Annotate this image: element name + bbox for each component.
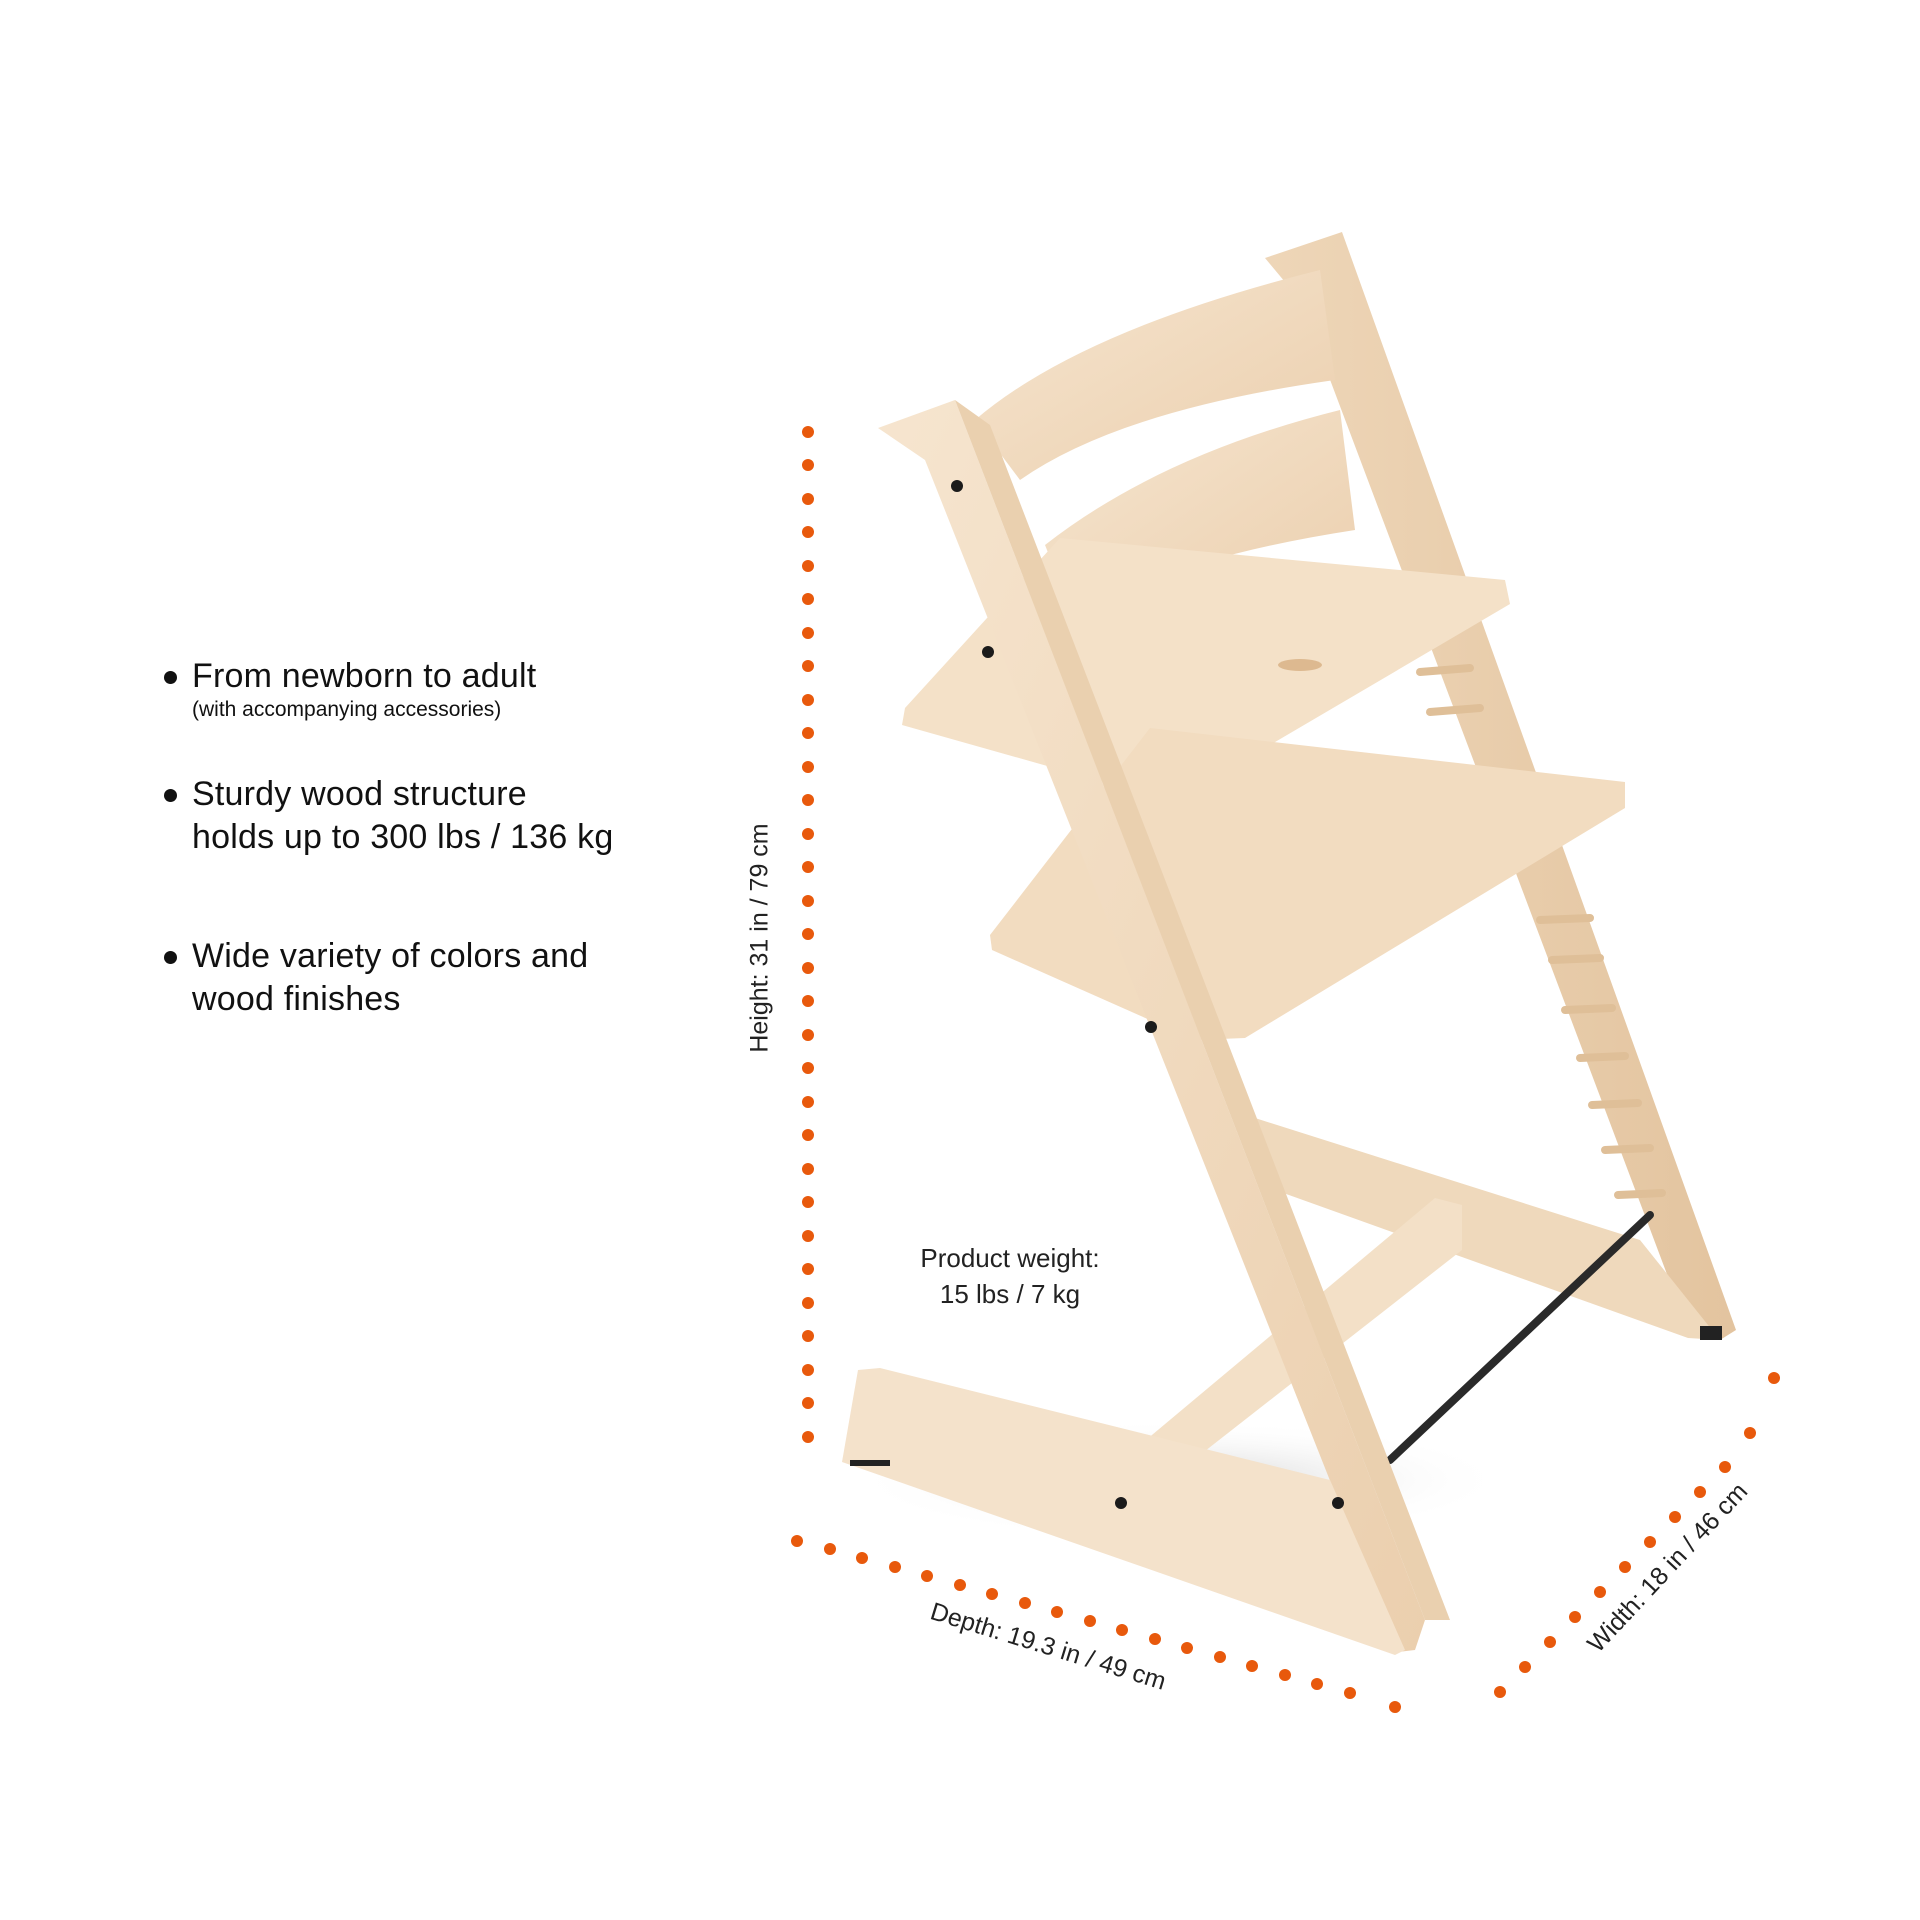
seat-slot [1278,659,1322,671]
bullet-icon [164,789,177,802]
backrest-top [975,270,1335,480]
feature-item-sturdy-structure: Sturdy wood structure holds up to 300 lb… [160,773,613,859]
product-weight-value: 15 lbs / 7 kg [939,1279,1081,1309]
product-weight: Product weight: 15 lbs / 7 kg [920,1240,1099,1312]
feature-title: Sturdy wood structure [192,775,527,813]
feature-subtitle: (with accompanying accessories) [192,698,502,721]
depth-dimension-dots [791,1535,1401,1713]
feature-title: From newborn to adult [192,657,537,695]
height-dimension-label: Height: 31 in / 79 cm [745,823,774,1053]
screws [951,480,1344,1509]
bullet-icon [164,671,177,684]
product-weight-label: Product weight: [920,1243,1100,1273]
feature-item-colors-finishes: Wide variety of colors and wood finishes [160,935,588,1021]
bullet-icon [164,951,177,964]
feature-item-newborn-to-adult: From newborn to adult (with accompanying… [160,655,536,724]
stabilizer-rod [1386,1211,1654,1464]
feature-title: Wide variety of colors and [192,937,589,975]
width-dimension-dots [1494,1372,1780,1698]
feature-title-line2: holds up to 300 lbs / 136 kg [192,818,614,856]
back-base [1255,1118,1720,1340]
height-notches [1416,664,1666,1199]
feature-title-line2: wood finishes [192,980,401,1018]
front-base [842,1368,1405,1655]
height-dimension-dots [802,426,814,1443]
